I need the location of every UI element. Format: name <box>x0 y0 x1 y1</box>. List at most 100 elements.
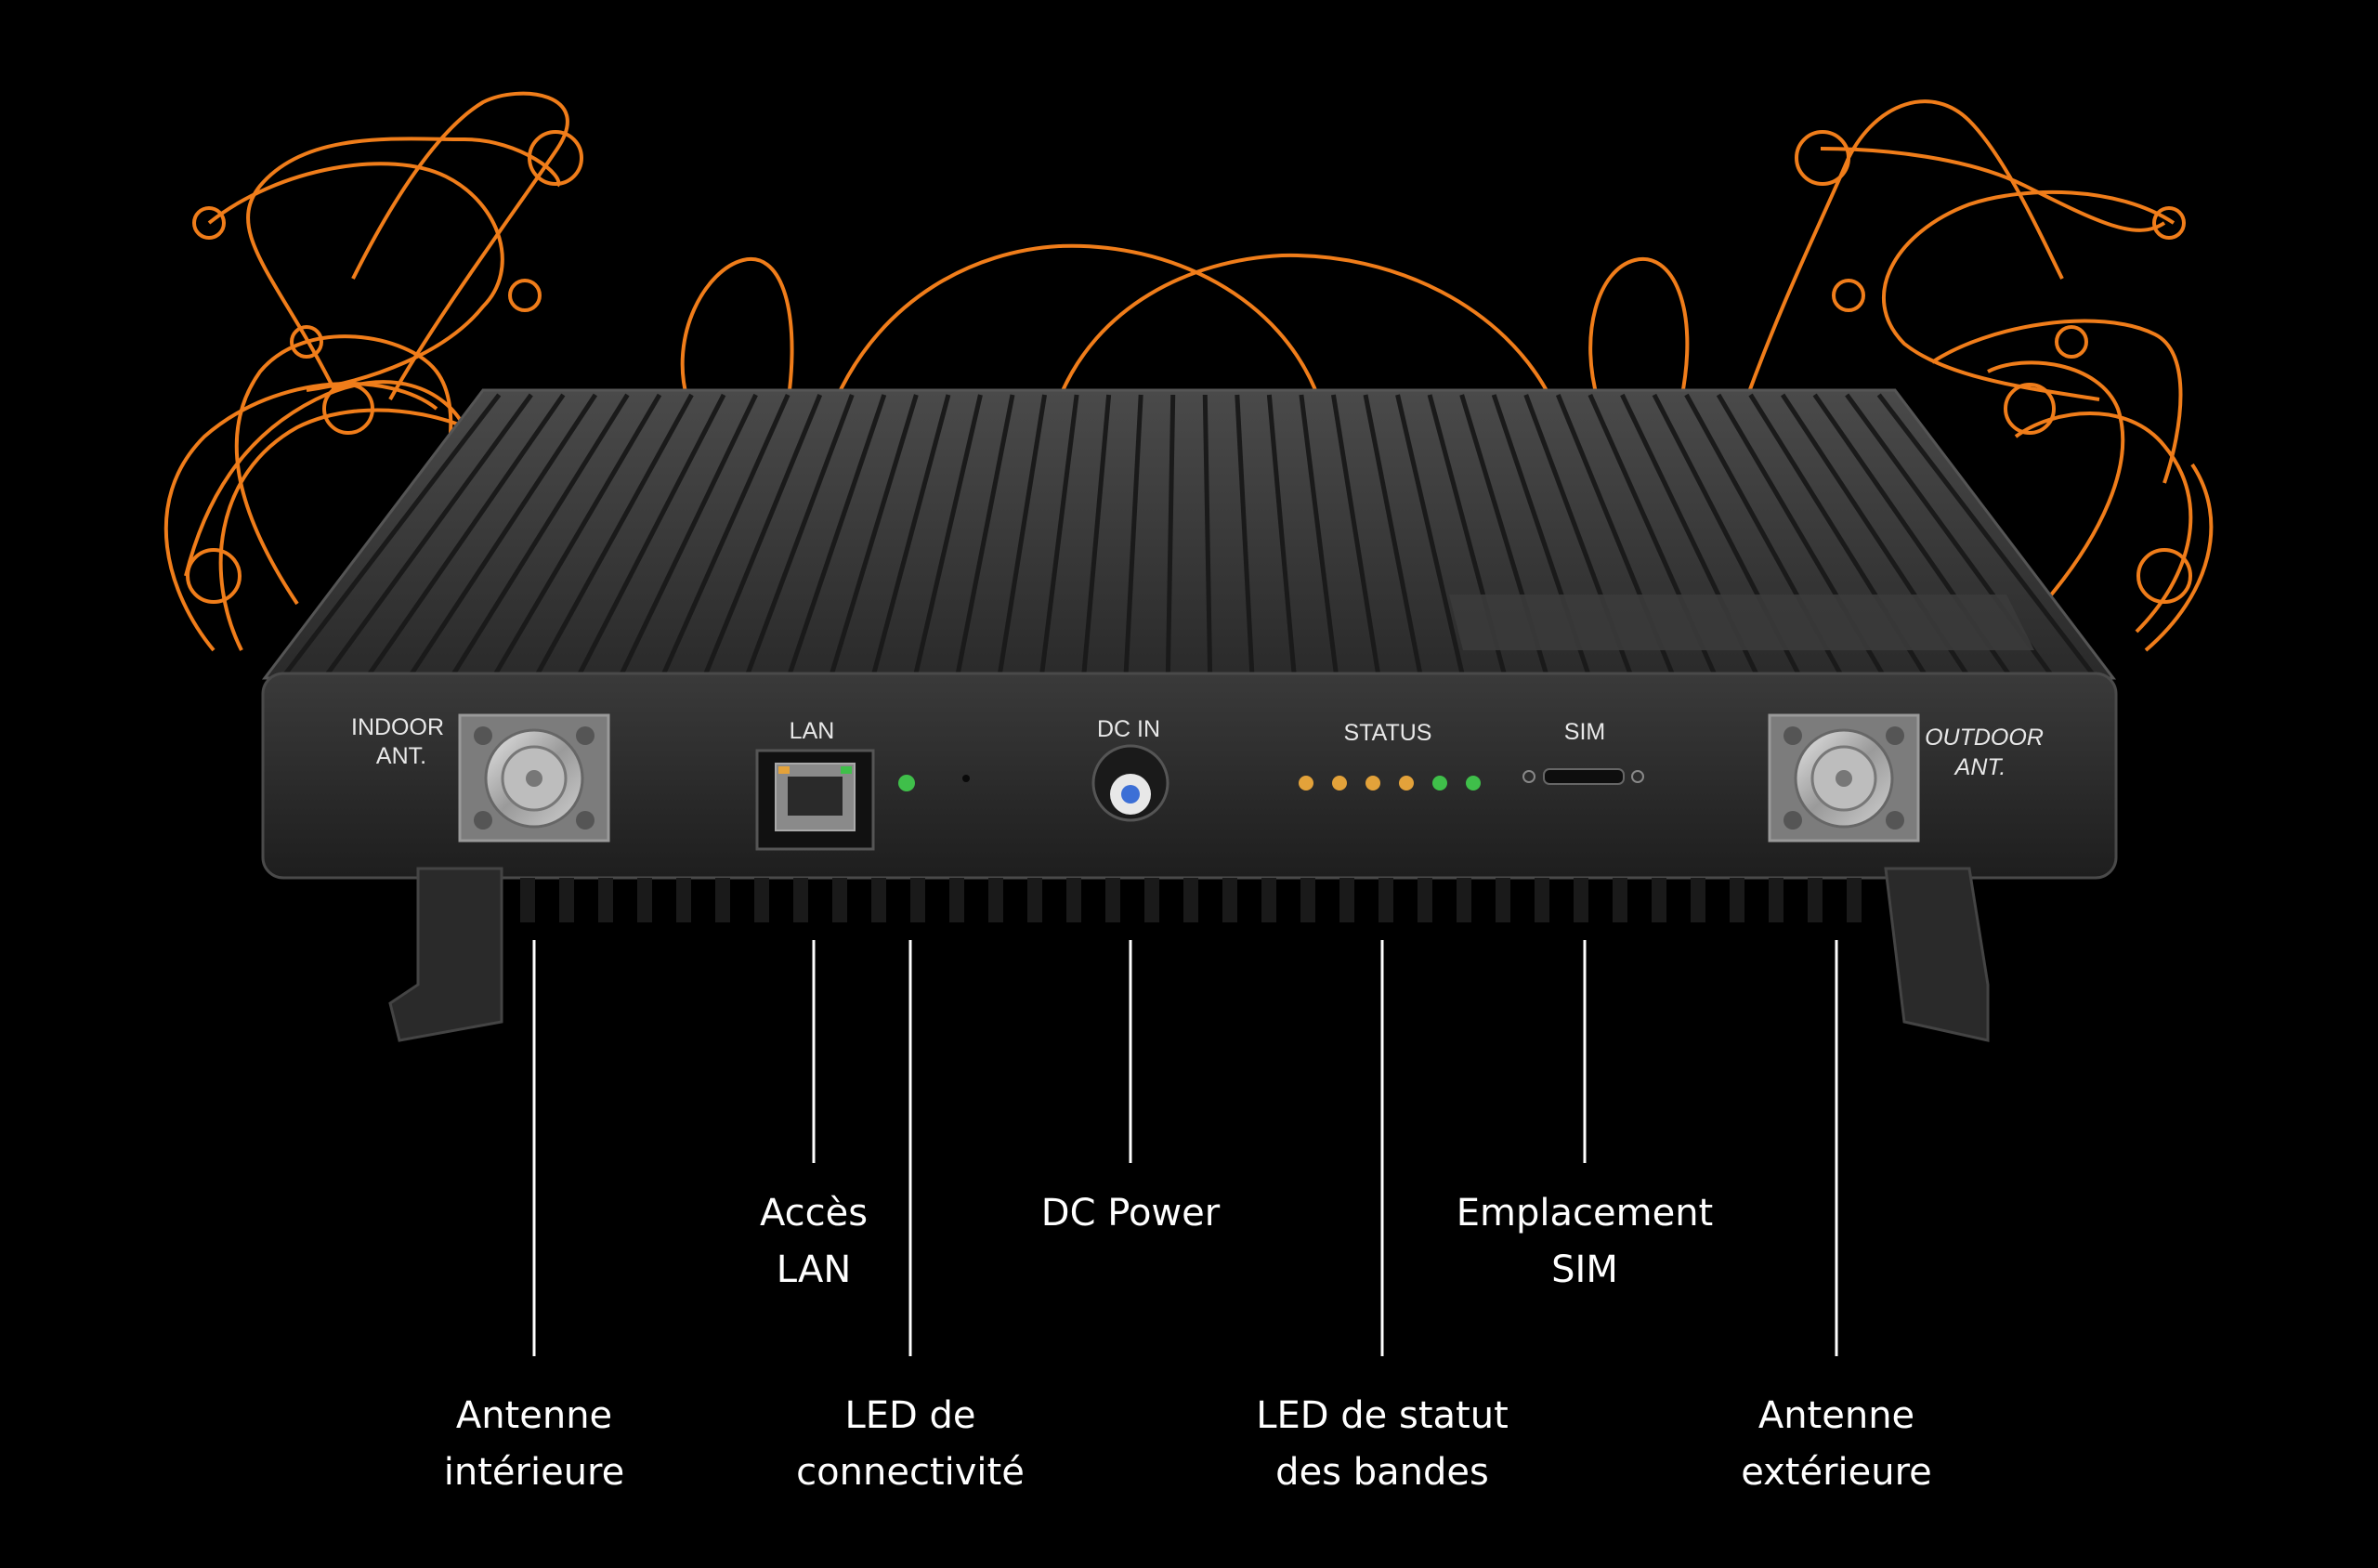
bottom-fin <box>910 878 925 922</box>
heatsink-fin <box>325 393 533 675</box>
bottom-fin <box>1144 878 1159 922</box>
node-circle <box>2136 548 2192 604</box>
bottom-fin <box>1808 878 1823 922</box>
bottom-fin <box>871 878 886 922</box>
heatsink-fin <box>787 394 887 674</box>
heatsink-fin <box>577 393 726 675</box>
callout-line: SIM <box>1551 1248 1618 1291</box>
heatsink-fin <box>661 393 790 675</box>
callout-emplacement-sim: Emplacement SIM <box>1376 1185 1794 1299</box>
callout-line: Accès <box>759 1192 869 1235</box>
dc-in-label: DC IN <box>1097 716 1160 742</box>
bottom-fin <box>1027 878 1042 922</box>
callout-acces-lan: Accès LAN <box>674 1185 953 1299</box>
node-circle <box>186 548 242 604</box>
heatsink-fin <box>913 394 983 674</box>
node-circle <box>1795 130 1850 186</box>
bottom-fin <box>1418 878 1432 922</box>
bottom-fin <box>1457 878 1471 922</box>
heatsink-fin <box>1330 394 1380 674</box>
decorative-network-lines <box>163 91 2214 652</box>
node-circle <box>1832 279 1865 312</box>
bottom-fin <box>559 878 574 922</box>
heatsink-fin <box>998 394 1048 674</box>
heatsink-fin <box>451 393 630 675</box>
status-led <box>1332 776 1347 791</box>
status-label: STATUS <box>1344 720 1432 746</box>
connectivity-led <box>898 775 915 791</box>
callout-line: connectivité <box>796 1451 1025 1494</box>
indoor-ant-label-line2: ANT. <box>376 743 426 769</box>
node-circle <box>2152 206 2186 240</box>
bottom-fin <box>1535 878 1549 922</box>
callout-led-statut: LED de statut des bandes <box>1173 1388 1591 1501</box>
bottom-fin <box>1339 878 1354 922</box>
node-circle <box>192 206 226 240</box>
heatsink-fin <box>1202 394 1213 674</box>
callout-antenne-exterieure: Antenne extérieure <box>1651 1388 2022 1501</box>
bottom-fin <box>1574 878 1588 922</box>
heatsink-fin <box>1081 394 1112 674</box>
heatsink-fin <box>1363 394 1423 674</box>
callout-line: extérieure <box>1741 1451 1932 1494</box>
bottom-fin <box>715 878 730 922</box>
callout-line: Antenne <box>455 1394 613 1437</box>
bottom-fin <box>598 878 613 922</box>
label-plate <box>1449 595 2034 650</box>
heatsink-fin <box>1395 394 1465 674</box>
sim-slot <box>1522 768 1644 785</box>
callout-line: LAN <box>776 1248 852 1291</box>
heatsink-fin <box>871 394 951 674</box>
bottom-fin <box>754 878 769 922</box>
status-led <box>1299 776 1313 791</box>
status-led <box>1466 776 1481 791</box>
bottom-fin <box>1222 878 1237 922</box>
bottom-fin <box>832 878 847 922</box>
callout-line: LED de <box>844 1394 976 1437</box>
callout-line: LED de statut <box>1256 1394 1509 1437</box>
node-circle <box>508 279 542 312</box>
callout-leader-lines <box>532 940 1838 1356</box>
bottom-fin <box>1691 878 1705 922</box>
bottom-fin <box>1652 878 1666 922</box>
indoor-ant-label-line1: INDOOR <box>351 714 444 740</box>
bottom-fin <box>1261 878 1276 922</box>
heatsink-fin <box>1299 394 1339 674</box>
callout-line: intérieure <box>443 1451 625 1494</box>
bottom-fin <box>793 878 808 922</box>
status-led <box>1432 776 1447 791</box>
outdoor-ant-label-line2: ANT. <box>1953 754 2006 780</box>
callout-led-connectivite: LED de connectivité <box>725 1388 1096 1501</box>
node-circle <box>290 325 323 359</box>
reset-pinhole <box>962 775 970 782</box>
status-led <box>1399 776 1414 791</box>
heatsink-fin <box>703 394 823 674</box>
bottom-fin <box>676 878 691 922</box>
status-led <box>1365 776 1380 791</box>
node-circle <box>2055 325 2088 359</box>
bottom-fin <box>1300 878 1315 922</box>
bottom-fin <box>1496 878 1510 922</box>
bottom-fins <box>520 878 1862 922</box>
heatsink-fin <box>1165 394 1176 674</box>
bottom-fin <box>1066 878 1081 922</box>
lan-port <box>755 749 875 851</box>
heatsink-fin <box>493 393 662 675</box>
node-circle <box>528 130 583 186</box>
callout-line: DC Power <box>1040 1192 1221 1235</box>
outdoor-ant-label-line1: OUTDOOR <box>1925 725 2044 751</box>
bottom-fin <box>637 878 652 922</box>
sim-label: SIM <box>1564 719 1605 745</box>
node-circle <box>322 383 374 435</box>
heatsink-fin <box>620 393 758 675</box>
callout-line: Emplacement <box>1456 1192 1714 1235</box>
callout-dc-power: DC Power <box>945 1185 1316 1242</box>
heatsink-fin <box>535 393 694 675</box>
callout-antenne-interieure: Antenne intérieure <box>348 1388 720 1501</box>
bottom-fin <box>1769 878 1784 922</box>
mount-foot-left <box>388 867 503 1042</box>
node-circle <box>2004 383 2056 435</box>
bottom-fin <box>1847 878 1862 922</box>
mount-foot-right <box>1884 867 1990 1042</box>
bottom-fin <box>1378 878 1393 922</box>
